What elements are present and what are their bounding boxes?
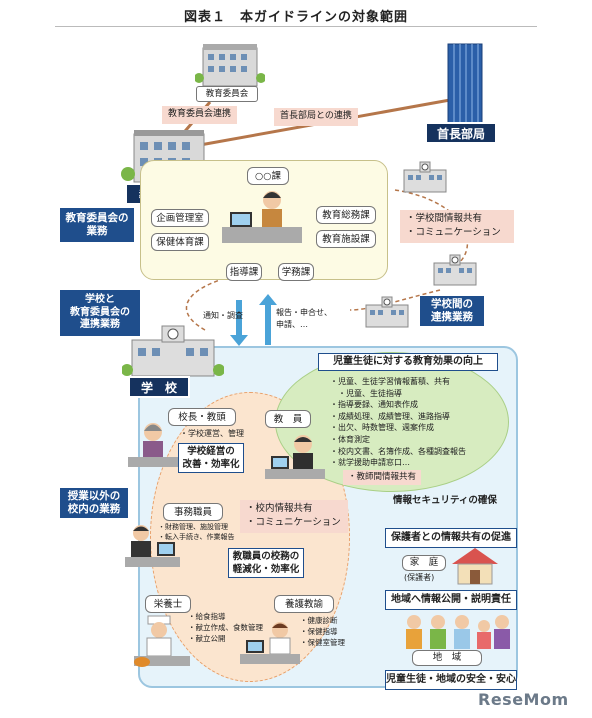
down-arrow-shaft [236, 300, 242, 335]
board-officer-at-desk-icon [222, 191, 302, 243]
inter-school-arc-lower [349, 289, 441, 311]
principal-label: 校長・教頭 [168, 408, 236, 426]
section-facilities: 教育施設課 [316, 230, 376, 248]
school-board-arc [185, 279, 221, 331]
section-maru-ka: ○○課 [247, 167, 289, 185]
principal-icon [128, 423, 178, 467]
staff-burden-reduction: 教職員の校務の 軽減化・効率化 [228, 548, 304, 578]
safety-label: 児童生徒・地域の安全・安心 [385, 670, 517, 690]
nutritionist-icon [134, 615, 190, 667]
parents-share-label: 保護者との情報共有の促進 [385, 528, 517, 548]
home-sublabel: (保護者) [404, 573, 435, 582]
title-divider [55, 26, 537, 27]
school-share-bubble: ・校内情報共有 ・コミュニケーション [240, 500, 348, 533]
section-guidance: 指導課 [226, 263, 262, 281]
board-link-label: 教育委員会連携 [162, 106, 238, 124]
office-staff-label: 事務職員 [163, 503, 223, 521]
top-board-label: 教育委員会 [196, 86, 258, 102]
home-house-icon [452, 548, 498, 585]
disclosure-label: 地域へ情報公開・説明責任 [385, 590, 517, 610]
teacher-label: 教 員 [265, 410, 311, 428]
mayor-tower-icon [447, 43, 483, 125]
school-building-icon-1 [403, 161, 447, 193]
inter-school-label: 学校間の 連携業務 [420, 296, 484, 326]
school-building-icon-3 [365, 296, 409, 328]
board-work-label: 教育委員会の 業務 [60, 208, 134, 242]
school-board-link-label: 学校と 教育委員会の 連携業務 [60, 290, 140, 336]
teacher-share-label: ・教師間情報共有 [343, 470, 422, 485]
management-improvement: 学校経営の 改善・効率化 [178, 443, 244, 473]
section-planning: 企画管理室 [151, 209, 209, 227]
inter-school-bubble: ・学校間情報共有 ・コミュニケーション [400, 210, 514, 243]
principal-task: ・学校運営、管理 [180, 429, 244, 438]
nurse-icon [240, 622, 300, 664]
figure-title: 図表１ 本ガイドラインの対象範囲 [183, 10, 408, 25]
down-arrow-head [230, 335, 248, 346]
board-building-icon [195, 44, 265, 87]
home-label: 家 庭 [402, 555, 446, 571]
school-label: 学 校 [128, 376, 190, 398]
community-label: 地 域 [412, 650, 482, 666]
mayor-label: 首長部局 [425, 122, 497, 144]
report-label: 報告・申合せ、 申請、… [276, 308, 332, 329]
nurse-tasks: ・健康診断 ・保健指導 ・保健室管理 [300, 616, 345, 647]
section-school-affairs: 学務課 [278, 263, 314, 281]
nutritionist-label: 栄養士 [145, 595, 191, 613]
up-arrow-shaft [265, 305, 271, 345]
security-label: 情報セキュリティの確保 [393, 495, 497, 506]
teacher-icon [265, 435, 325, 479]
nutritionist-tasks: ・給食指導 ・献立作成、食数管理 ・献立公開 [188, 612, 263, 643]
school-building-icon-2 [433, 254, 477, 286]
non-class-work-label: 授業以外の 校内の業務 [60, 488, 128, 518]
office-tasks: ・財務管理、施設管理 ・転入手続き、作業報告 [158, 523, 235, 542]
up-arrow-head [259, 294, 277, 305]
community-people-icon [406, 615, 510, 649]
office-staff-icon [125, 525, 180, 567]
notice-survey-label: 通知・調査 [203, 311, 243, 320]
effect-title: 児童生徒に対する教育効果の向上 [318, 353, 498, 371]
effect-ellipse [275, 352, 509, 492]
nurse-label: 養護教諭 [274, 595, 334, 613]
section-general-affairs: 教育総務課 [316, 206, 376, 224]
section-health-pe: 保健体育課 [151, 233, 209, 251]
watermark: ReseMom [478, 690, 569, 709]
mayor-link-label: 首長部局との連携 [274, 108, 358, 126]
effect-items: ・児童、生徒学習情報蓄積、共有 ・児童、生徒指導 ・指導要録、通知表作成 ・成績… [330, 377, 466, 468]
main-school-building-icon [122, 325, 224, 377]
